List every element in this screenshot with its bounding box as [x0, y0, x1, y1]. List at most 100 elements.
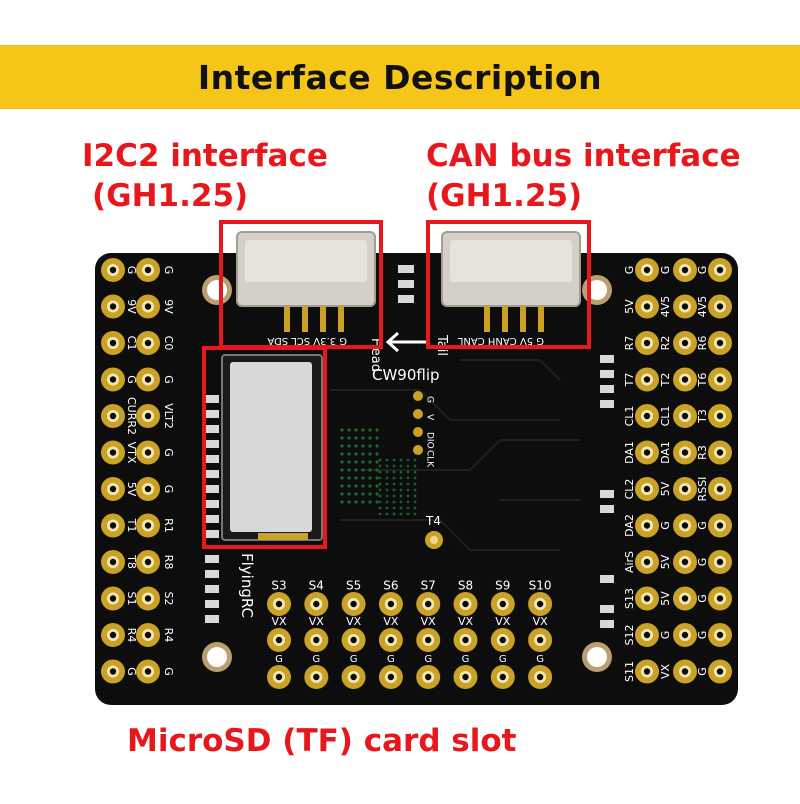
right-mid-label: G: [659, 631, 672, 640]
bottom-header-label: S6: [383, 579, 398, 593]
right-outer-label: G: [696, 594, 709, 603]
pad-right-edge: [708, 623, 732, 647]
right-mid-label: 5V: [659, 591, 672, 606]
pad-right-mid: [635, 659, 659, 684]
pad-left-mid: [136, 586, 160, 611]
right-outer-label: T3: [696, 409, 709, 424]
pad-right-mid: [635, 513, 659, 538]
swd-label: V: [425, 414, 435, 421]
brand-label: FlyingRC: [238, 553, 256, 618]
pad-left-mid: [136, 294, 160, 319]
right-mid-label: 5V: [659, 481, 672, 496]
bottom-pad-g: [528, 665, 553, 689]
pad-right-edge: [708, 550, 732, 574]
left-outer-label: S1: [125, 592, 138, 606]
bottom-g-label: G: [275, 654, 283, 665]
right-outer-pads: [673, 258, 732, 684]
bottom-vx-label: VX: [271, 615, 287, 628]
bottom-g-label: G: [350, 654, 358, 665]
pad-right-outer: [673, 331, 697, 355]
bottom-pad-signal: [490, 592, 515, 616]
pad-left-outer: [101, 623, 125, 647]
via-grid: [340, 428, 417, 516]
bottom-pad-signal: [267, 592, 291, 616]
left-outer-label: G: [125, 266, 138, 275]
direction-arrow: [385, 331, 428, 353]
pad-right-outer: [673, 659, 697, 684]
bottom-pad-signal: [304, 592, 329, 616]
bottom-g-label: G: [424, 654, 432, 665]
left-inner-label: R8: [162, 555, 175, 570]
left-outer-label: G: [125, 375, 138, 384]
bottom-header-label: S5: [346, 579, 361, 593]
right-mid-pads: [635, 258, 659, 684]
t4-label: T4: [425, 514, 441, 528]
pad-right-outer: [673, 440, 697, 465]
right-mid-label: 4V5: [659, 296, 672, 318]
pad-right-outer: [673, 258, 697, 282]
right-outer-label: T6: [696, 373, 709, 388]
swd-label: CLK: [425, 450, 435, 468]
bottom-header-label: S9: [495, 579, 510, 593]
pad-right-edge: [708, 477, 732, 501]
right-mid-label: G: [659, 266, 672, 275]
pad-right-outer: [673, 623, 697, 647]
pad-left-outer: [101, 294, 125, 319]
bottom-header-label: S10: [529, 579, 552, 593]
pad-right-outer: [673, 586, 697, 611]
i2c2-callout: I2C2 interface (GH1.25): [82, 136, 328, 216]
bottom-g-label: G: [536, 654, 544, 665]
pad-left-outer: [101, 513, 125, 538]
i2c-pin-labels: G 3.3V SCL SDA: [267, 335, 347, 346]
right-mid-label: R2: [659, 336, 672, 351]
tail-label: Tail: [434, 334, 449, 356]
bottom-pad-vx: [416, 628, 441, 652]
right-inner-label: R7: [623, 336, 636, 351]
model-label: CW90flip: [372, 366, 440, 384]
bottom-pad-vx: [453, 628, 478, 652]
bottom-pad-vx: [528, 628, 553, 652]
pad-left-outer: [101, 331, 125, 355]
left-inner-label: R1: [162, 518, 175, 533]
right-inner-label: 5V: [623, 299, 636, 314]
swd-label: G: [425, 396, 435, 403]
i2c2-callout-type: (GH1.25): [92, 178, 249, 214]
pad-left-mid: [136, 659, 160, 684]
right-mid-label: T2: [659, 373, 672, 388]
pad-left-mid: [136, 623, 160, 647]
bottom-g-label: G: [387, 654, 395, 665]
microsd-slot: [221, 354, 323, 541]
can-pin-labels: G 5V CANH CANL: [457, 335, 544, 346]
bottom-pad-signal: [528, 592, 553, 616]
right-inner-label: DA2: [623, 514, 636, 537]
can-connector: [441, 231, 581, 332]
pad-right-edge: [708, 258, 732, 282]
pad-left-outer: [101, 258, 125, 282]
left-outer-pads: [101, 258, 160, 684]
bottom-pad-signal: [341, 592, 366, 616]
pad-right-mid: [635, 550, 659, 574]
pad-right-mid: [635, 404, 659, 428]
bottom-pad-signal: [453, 592, 478, 616]
left-outer-label: VTX: [125, 442, 138, 464]
right-inner-label: CL1: [623, 406, 636, 427]
sd-callout: MicroSD (TF) card slot: [127, 721, 517, 761]
bottom-servo-pads: [267, 592, 553, 689]
right-inner-label: CL2: [623, 479, 636, 500]
pad-left-mid: [136, 367, 160, 392]
left-inner-label: G: [162, 375, 175, 384]
pad-right-mid: [635, 331, 659, 355]
pad-left-mid: [136, 477, 160, 501]
right-mid-label: DA1: [659, 441, 672, 464]
i2c2-callout-name: I2C2 interface: [82, 138, 328, 174]
pad-right-outer: [673, 477, 697, 501]
right-inner-label: S11: [623, 661, 636, 682]
bottom-header-label: S7: [421, 579, 436, 593]
right-outer-label: 4V5: [696, 296, 709, 318]
bottom-vx-label: VX: [346, 615, 362, 628]
pad-right-edge: [708, 586, 732, 611]
right-inner-label: AirS: [623, 551, 636, 573]
pad-left-outer: [101, 659, 125, 684]
microsd-highlight: [202, 346, 327, 549]
